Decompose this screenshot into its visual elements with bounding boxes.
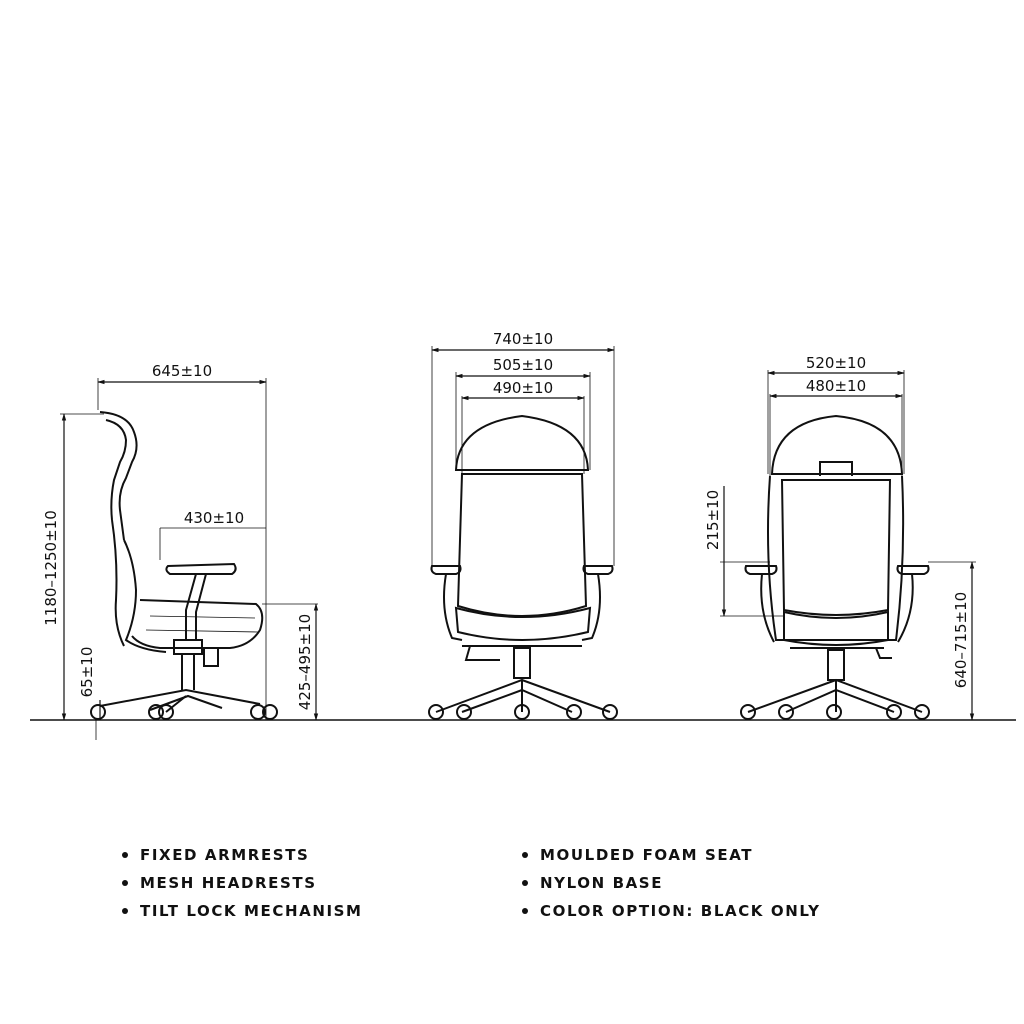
- feature-item: COLOR OPTION: BLACK ONLY: [520, 900, 880, 928]
- feature-item: FIXED ARMRESTS: [120, 844, 480, 872]
- back-width-label: 520±10: [806, 354, 866, 372]
- front-view-dimensions: 740±10 505±10 490±10: [431, 330, 615, 566]
- side-view-chair: [90, 411, 278, 720]
- features-list-left: FIXED ARMRESTS MESH HEADRESTS TILT LOCK …: [120, 844, 480, 928]
- back-view-dimensions: 520±10 480±10 215±10 640–715±10: [704, 354, 976, 721]
- front-seat-width-label: 490±10: [493, 379, 553, 397]
- feature-item: MESH HEADRESTS: [120, 872, 480, 900]
- side-overall-height-label: 1180–1250±10: [42, 510, 60, 626]
- back-arm-height-label: 640–715±10: [952, 592, 970, 688]
- back-inner-width-label: 480±10: [806, 377, 866, 395]
- side-depth-label: 645±10: [152, 362, 212, 380]
- front-arm-inner-width-label: 505±10: [493, 356, 553, 374]
- side-view-dimensions: 645±10 430±10 1180–1250±10 65±10 425–495…: [42, 362, 319, 740]
- side-floor-clearance-label: 65±10: [78, 647, 96, 698]
- side-seat-height-label: 425–495±10: [296, 614, 314, 710]
- feature-item: NYLON BASE: [520, 872, 880, 900]
- side-seat-depth-label: 430±10: [184, 509, 244, 527]
- back-view-chair: [740, 414, 930, 720]
- features-list-right: MOULDED FOAM SEAT NYLON BASE COLOR OPTIO…: [520, 844, 880, 928]
- back-armrest-height-label: 215±10: [704, 490, 722, 550]
- feature-item: TILT LOCK MECHANISM: [120, 900, 480, 928]
- front-view-chair: [428, 414, 618, 720]
- feature-item: MOULDED FOAM SEAT: [520, 844, 880, 872]
- front-overall-width-label: 740±10: [493, 330, 553, 348]
